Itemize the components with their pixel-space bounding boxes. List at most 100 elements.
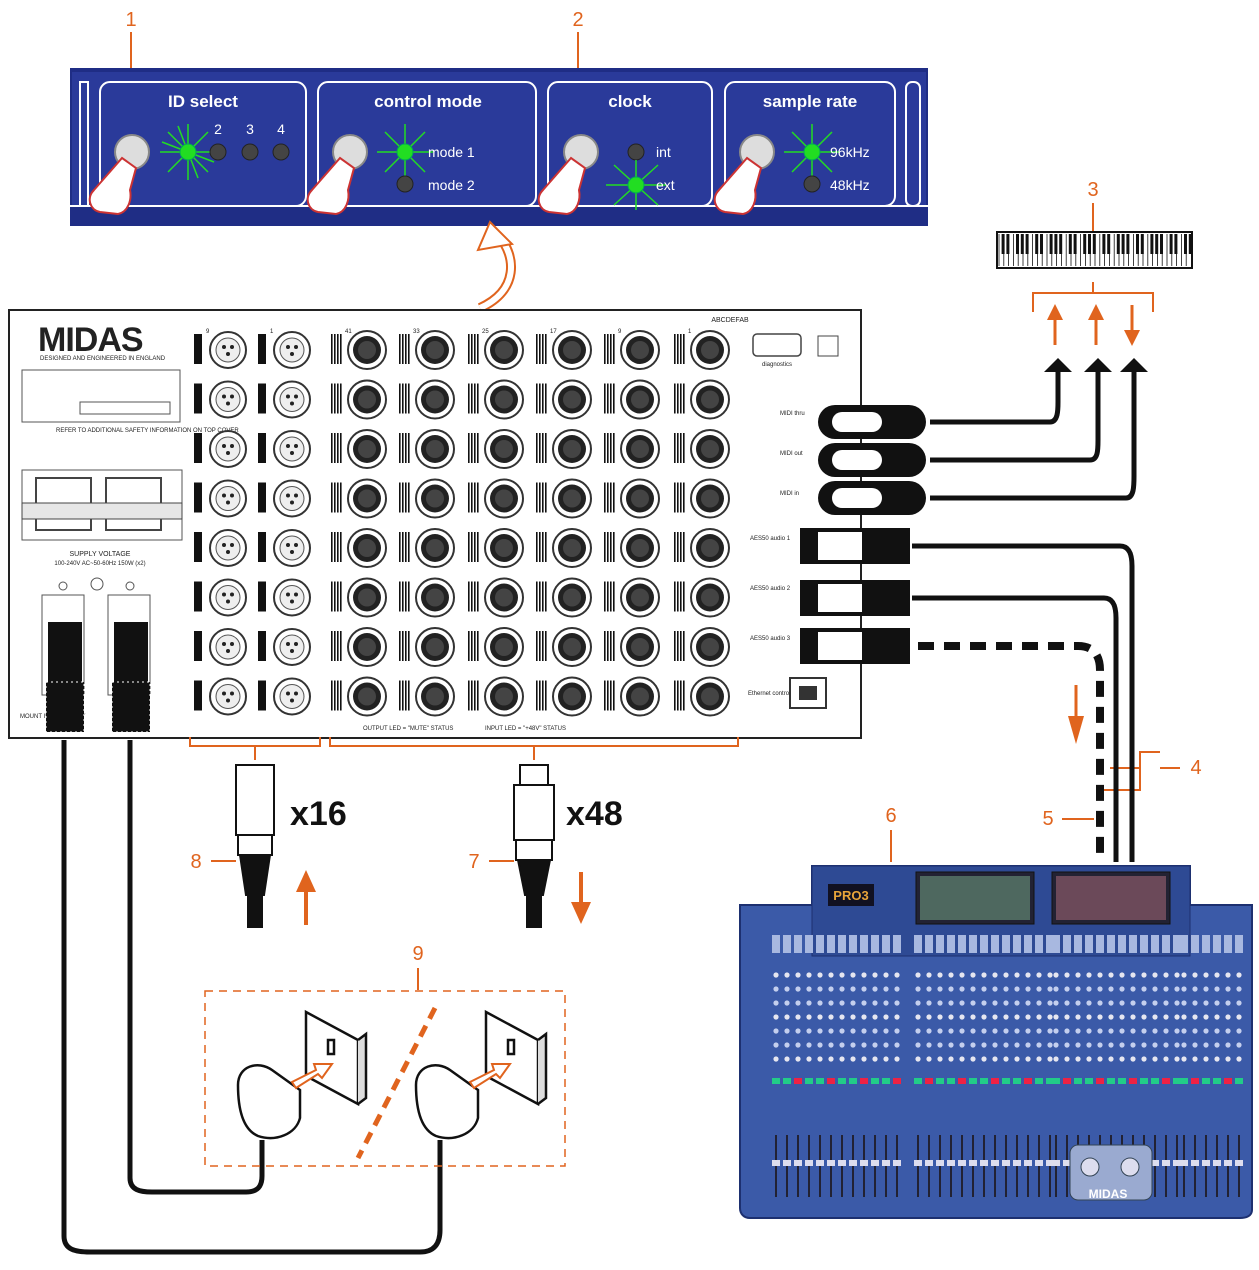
channel-strip bbox=[772, 935, 780, 1197]
xlr-input-connector[interactable] bbox=[468, 627, 524, 667]
xlr-output-connector[interactable] bbox=[194, 331, 247, 369]
xlr-input-connector[interactable] bbox=[604, 429, 660, 469]
xlr-input-connector[interactable] bbox=[536, 429, 592, 469]
xlr-input-connector[interactable] bbox=[331, 478, 387, 519]
xlr-input-connector[interactable] bbox=[468, 528, 524, 568]
xlr-input-connector[interactable] bbox=[604, 528, 660, 568]
xlr-input-connector[interactable] bbox=[536, 676, 592, 717]
xlr-input-connector[interactable] bbox=[674, 676, 730, 717]
xlr-input-connector[interactable] bbox=[674, 627, 730, 667]
xlr-input-connector[interactable] bbox=[399, 627, 455, 667]
xlr-input-connector[interactable] bbox=[674, 528, 730, 568]
xlr-input-connector[interactable] bbox=[536, 577, 592, 618]
diagnostics-port[interactable] bbox=[752, 333, 802, 357]
sample-rate-48k-label: 48kHz bbox=[830, 177, 870, 193]
xlr-output-connector[interactable] bbox=[194, 529, 247, 567]
xlr-input-connector[interactable] bbox=[604, 478, 660, 519]
xlr-female-plug-icon bbox=[513, 764, 555, 928]
midi-keyboard bbox=[996, 231, 1193, 269]
xlr-input-connector[interactable] bbox=[674, 330, 730, 370]
midi-thru-label: MIDI thru bbox=[780, 411, 805, 417]
xlr-input-connector[interactable] bbox=[468, 676, 524, 717]
xlr-input-connector[interactable] bbox=[399, 379, 455, 420]
xlr-output-connector[interactable] bbox=[194, 578, 247, 617]
xlr-output-connector[interactable] bbox=[258, 331, 311, 369]
ethernet-port[interactable] bbox=[789, 677, 827, 709]
output-col-number: 9 bbox=[206, 329, 210, 335]
aes50-plug-3 bbox=[800, 628, 910, 664]
xlr-input-connector[interactable] bbox=[536, 528, 592, 568]
black-key bbox=[1025, 234, 1029, 254]
xlr-input-connector[interactable] bbox=[604, 627, 660, 667]
xlr-input-connector[interactable] bbox=[604, 330, 660, 370]
id-led-label-2: 2 bbox=[214, 121, 222, 137]
black-key bbox=[1121, 234, 1125, 254]
xlr-input-connector[interactable] bbox=[536, 478, 592, 519]
xlr-input-connector[interactable] bbox=[536, 330, 592, 370]
xlr-input-connector[interactable] bbox=[536, 627, 592, 667]
input-col-number: 41 bbox=[345, 329, 352, 335]
xlr-output-connector[interactable] bbox=[258, 380, 311, 419]
xlr-input-connector[interactable] bbox=[399, 429, 455, 469]
callout-2-label: 2 bbox=[572, 9, 583, 31]
channel-strip bbox=[969, 935, 977, 1197]
channel-strip bbox=[1173, 935, 1181, 1197]
xlr-input-connector[interactable] bbox=[331, 528, 387, 568]
xlr-input-connector[interactable] bbox=[604, 676, 660, 717]
xlr-input-connector[interactable] bbox=[331, 676, 387, 717]
channel-strip bbox=[1224, 935, 1232, 1197]
xlr-input-connector[interactable] bbox=[331, 379, 387, 420]
xlr-input-connector[interactable] bbox=[604, 577, 660, 618]
xlr-input-connector[interactable] bbox=[468, 478, 524, 519]
xlr-output-connector[interactable] bbox=[258, 578, 311, 617]
xlr-output-connector[interactable] bbox=[194, 479, 247, 518]
mains-plug-icon-2 bbox=[414, 1064, 480, 1140]
xlr-input-connector[interactable] bbox=[468, 577, 524, 618]
callout-9: 9 bbox=[412, 943, 424, 990]
xlr-output-connector[interactable] bbox=[194, 380, 247, 419]
xlr-input-connector[interactable] bbox=[468, 330, 524, 370]
aes50-2-label: AES50 audio 2 bbox=[750, 586, 791, 592]
xlr-male-plug-icon bbox=[235, 764, 275, 928]
xlr-output-connector[interactable] bbox=[194, 628, 247, 666]
xlr-input-connector[interactable] bbox=[399, 577, 455, 618]
xlr-output-connector[interactable] bbox=[258, 479, 311, 518]
xlr-output-connector[interactable] bbox=[258, 529, 311, 567]
channel-strip bbox=[838, 935, 846, 1197]
clock-title: clock bbox=[608, 92, 652, 111]
xlr-input-connector[interactable] bbox=[674, 577, 730, 618]
xlr-output-connector[interactable] bbox=[258, 430, 311, 468]
xlr-output-connector[interactable] bbox=[194, 430, 247, 468]
keyboard-bracket bbox=[1032, 292, 1154, 312]
xlr-input-connector[interactable] bbox=[399, 330, 455, 370]
callout-1-label: 1 bbox=[125, 9, 136, 31]
xlr-input-connector[interactable] bbox=[399, 676, 455, 717]
channel-strip bbox=[783, 935, 791, 1197]
xlr-input-connector[interactable] bbox=[674, 429, 730, 469]
xlr-input-connector[interactable] bbox=[331, 577, 387, 618]
id-led-label-3: 3 bbox=[246, 121, 254, 137]
xlr-input-connector[interactable] bbox=[468, 379, 524, 420]
xlr-input-connector[interactable] bbox=[604, 379, 660, 420]
ethernet-label: Ethernet control bbox=[748, 691, 790, 697]
power-switch[interactable] bbox=[817, 335, 839, 357]
clock-int-led bbox=[627, 143, 645, 161]
control-mode-title: control mode bbox=[374, 92, 482, 111]
xlr-output-connector[interactable] bbox=[258, 628, 311, 666]
input-col-number: 9 bbox=[618, 329, 622, 335]
pointing-hand-icons bbox=[88, 156, 763, 216]
xlr-input-connector[interactable] bbox=[536, 379, 592, 420]
xlr-input-connector[interactable] bbox=[468, 429, 524, 469]
xlr-input-connector[interactable] bbox=[331, 330, 387, 370]
xlr-output-connector[interactable] bbox=[258, 677, 311, 716]
xlr-output-connector[interactable] bbox=[194, 677, 247, 716]
xlr-input-connector[interactable] bbox=[399, 528, 455, 568]
supply-voltage-label: SUPPLY VOLTAGE bbox=[70, 551, 131, 558]
xlr-input-connector[interactable] bbox=[331, 627, 387, 667]
xlr-input-connector[interactable] bbox=[674, 478, 730, 519]
xlr-input-connector[interactable] bbox=[674, 379, 730, 420]
xlr-input-connector[interactable] bbox=[399, 478, 455, 519]
xlr-input-connector[interactable] bbox=[331, 429, 387, 469]
